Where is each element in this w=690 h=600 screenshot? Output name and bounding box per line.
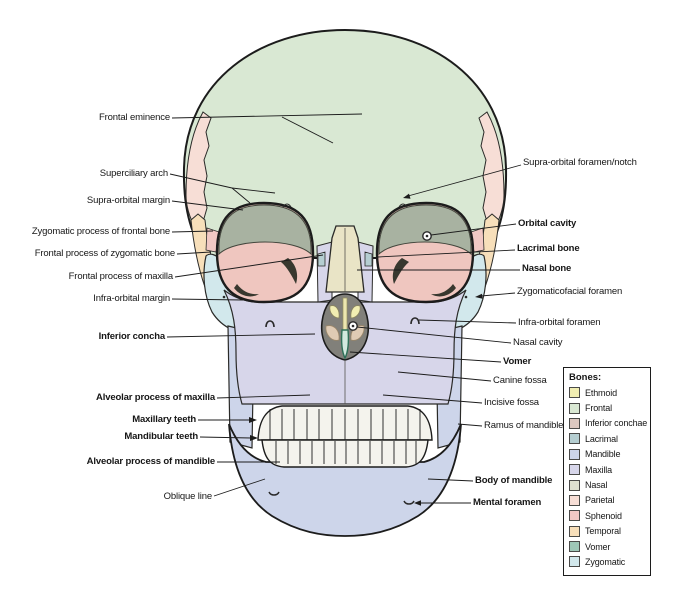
- legend-swatch: [569, 433, 580, 445]
- label-superciliary-arch: Superciliary arch: [99, 168, 168, 179]
- teeth: [257, 405, 433, 468]
- legend-swatch: [569, 448, 580, 460]
- legend-swatch: [569, 387, 580, 399]
- label-oblique-line: Oblique line: [163, 491, 213, 502]
- legend-swatch: [569, 494, 580, 506]
- supra-orbital-notch-left: [282, 203, 292, 208]
- legend-title: Bones:: [569, 372, 602, 383]
- legend-item-label: Sphenoid: [585, 510, 622, 521]
- legend-item-label: Mandible: [585, 449, 621, 460]
- label-canine-fossa: Canine fossa: [493, 375, 547, 386]
- mental-foramen-left: [268, 491, 280, 496]
- label-infra-orbital-foramen: Infra-orbital foramen: [518, 317, 601, 328]
- mandible-body: [228, 423, 462, 537]
- label-infra-orbital-margin: Infra-orbital margin: [93, 293, 170, 304]
- label-supra-orbital-margin: Supra-orbital margin: [86, 195, 170, 206]
- ethmoid-concha-left: [329, 305, 340, 319]
- label-supra-orbital-foramen-notch: Supra-orbital foramen/notch: [523, 157, 637, 168]
- legend-item: Frontal: [569, 400, 648, 415]
- legend-swatch: [569, 402, 580, 414]
- legend-swatch: [569, 417, 580, 429]
- parietal-bones: [185, 111, 505, 229]
- label-zygomaticofacial-foramen: Zygomaticofacial foramen: [517, 286, 623, 297]
- label-vomer: Vomer: [503, 356, 532, 367]
- legend-swatch: [569, 556, 580, 568]
- label-lacrimal-bone: Lacrimal bone: [517, 243, 580, 254]
- legend-item-label: Zygomatic: [585, 556, 626, 567]
- label-ramus-of-mandible: Ramus of mandible: [484, 420, 564, 431]
- legend-swatch: [569, 479, 580, 491]
- legend-item-label: Vomer: [585, 541, 611, 552]
- legend-item: Ethmoid: [569, 385, 648, 400]
- legend-item: Sphenoid: [569, 508, 648, 523]
- infra-orbital-foramen-left: [265, 320, 275, 328]
- label-frontal-process-zygomatic: Frontal process of zygomatic bone: [34, 248, 175, 259]
- label-mandibular-teeth: Mandibular teeth: [124, 431, 198, 442]
- leader-arrowheads: [249, 193, 483, 506]
- label-alveolar-process-maxilla: Alveolar process of maxilla: [96, 392, 215, 403]
- ethmoid-concha-right: [350, 305, 361, 319]
- label-maxillary-teeth: Maxillary teeth: [132, 414, 196, 425]
- legend-swatch: [569, 525, 580, 537]
- label-body-of-mandible: Body of mandible: [475, 475, 553, 486]
- label-nasal-cavity: Nasal cavity: [513, 337, 563, 348]
- legend-item: Mandible: [569, 447, 648, 462]
- legend-item-label: Maxilla: [585, 464, 612, 475]
- label-orbital-cavity: Orbital cavity: [518, 218, 577, 229]
- legend-item-label: Temporal: [585, 526, 621, 537]
- legend-item-label: Inferior conchae: [585, 418, 648, 429]
- label-incisive-fossa: Incisive fossa: [484, 397, 539, 408]
- zygomaticofacial-foramen-right: [464, 295, 468, 299]
- label-frontal-eminence: Frontal eminence: [99, 112, 170, 123]
- foramina-marks: [222, 203, 468, 505]
- supra-orbital-notch-right: [398, 203, 408, 208]
- legend-item-label: Frontal: [585, 403, 612, 414]
- label-zygomatic-process-frontal: Zygomatic process of frontal bone: [31, 226, 170, 237]
- vomer-bone: [340, 329, 350, 360]
- legend-item: Inferior conchae: [569, 416, 648, 431]
- legend-swatch: [569, 541, 580, 553]
- legend-item: Maxilla: [569, 462, 648, 477]
- label-inferior-concha: Inferior concha: [98, 331, 166, 342]
- legend-item: Nasal: [569, 477, 648, 492]
- legend-item: Parietal: [569, 493, 648, 508]
- legend-item: Vomer: [569, 539, 648, 554]
- nasal-bones: [325, 225, 365, 293]
- legend-swatch: [569, 510, 580, 522]
- mental-foramen-right: [403, 500, 415, 505]
- ethmoid-septum: [342, 297, 348, 331]
- inferior-concha-left: [325, 325, 340, 341]
- zygomaticofacial-foramen-left: [222, 295, 226, 299]
- orbits: [215, 201, 475, 304]
- leader-lines: [166, 113, 522, 504]
- legend-item: Lacrimal: [569, 431, 648, 446]
- infra-orbital-foramen-right: [410, 317, 420, 325]
- legend-item-label: Ethmoid: [585, 387, 617, 398]
- line-end-markers: [348, 231, 432, 331]
- label-frontal-process-maxilla: Frontal process of maxilla: [68, 271, 173, 282]
- label-mental-foramen: Mental foramen: [473, 497, 542, 508]
- label-alveolar-process-mandible: Alveolar process of mandible: [86, 456, 215, 467]
- legend-swatch: [569, 464, 580, 476]
- label-nasal-bone: Nasal bone: [522, 263, 572, 274]
- legend-item: Zygomatic: [569, 554, 648, 569]
- legend-item-label: Parietal: [585, 495, 615, 506]
- legend-item: Temporal: [569, 524, 648, 539]
- legend-item-label: Nasal: [585, 480, 608, 491]
- legend-item-label: Lacrimal: [585, 433, 618, 444]
- nasal-cavity: [320, 293, 370, 404]
